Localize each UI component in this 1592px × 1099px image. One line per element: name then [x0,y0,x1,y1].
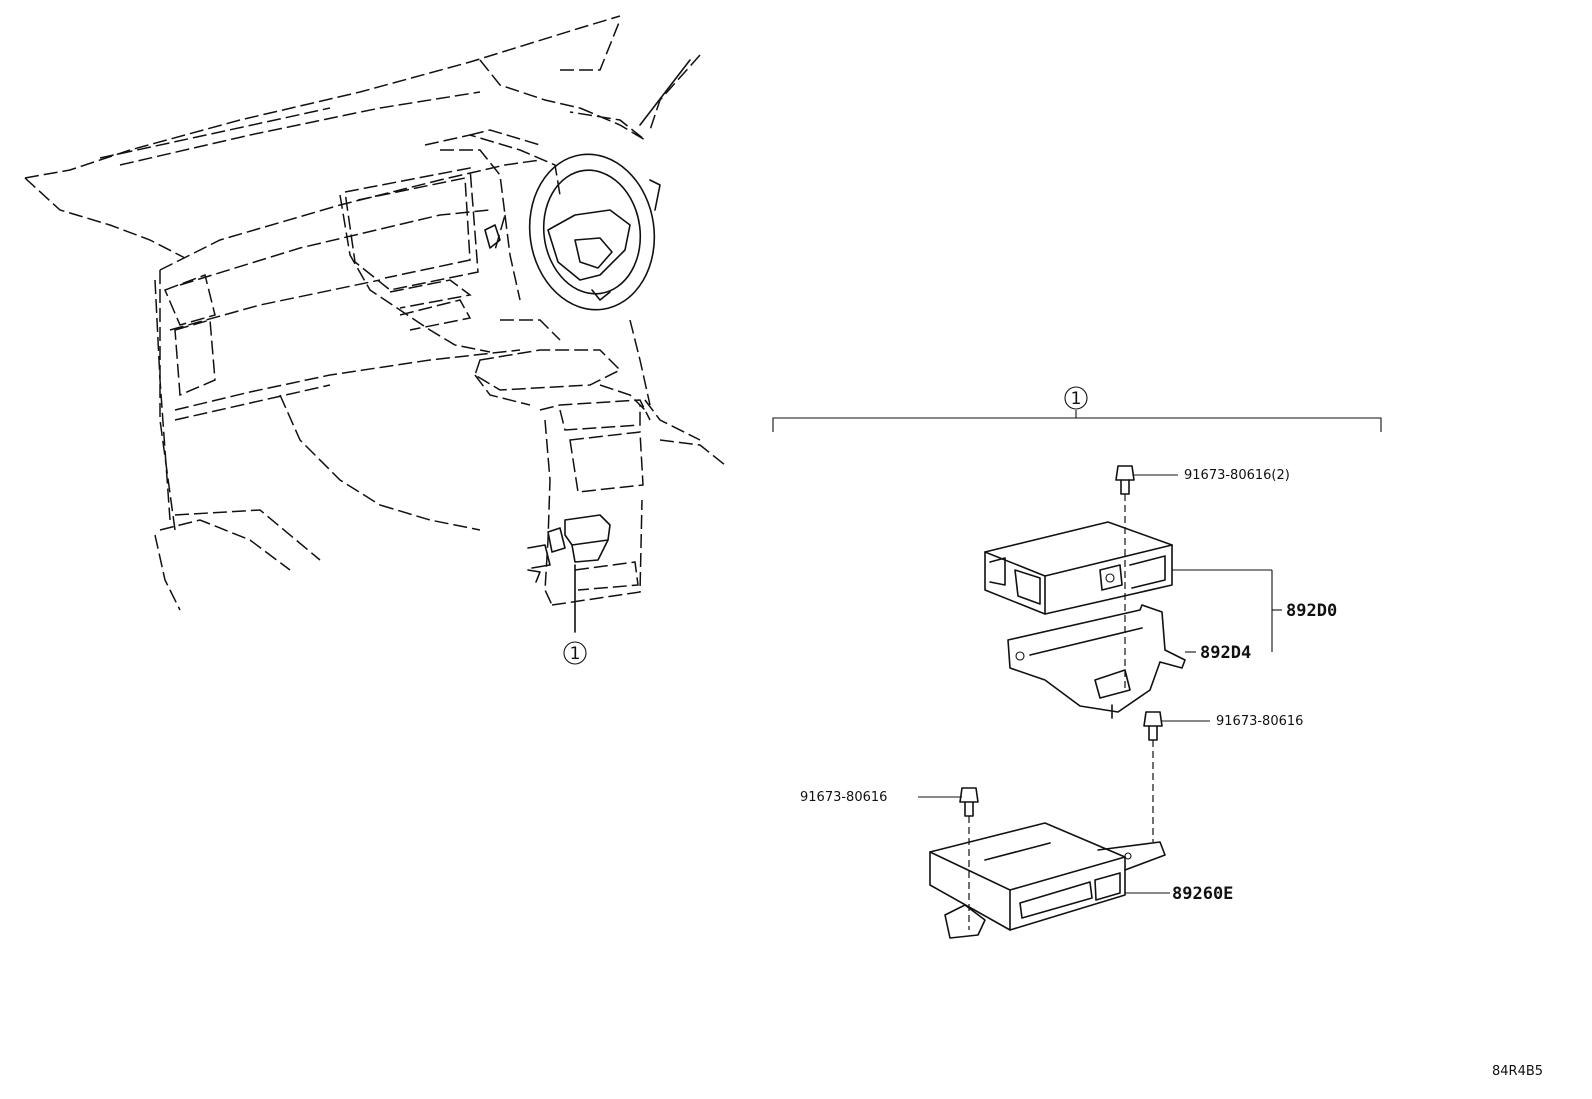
dashboard-illustration: 1 [24,15,726,665]
bolt-right [1143,711,1210,741]
label-ecu-lower: 89260E [1172,884,1233,904]
bracket [1007,604,1196,719]
label-bracket: 892D4 [1200,643,1251,663]
ecu-lower [929,822,1170,939]
exploded-parts-view: 1 91673-80616(2) 892D0 [772,386,1382,939]
callout-marker-group: 1 [1071,389,1082,409]
label-bolt-right: 91673-80616 [1216,714,1303,729]
callout-marker-left: 1 [570,644,581,664]
bolt-top [1115,465,1178,495]
label-ecu-upper: 892D0 [1286,601,1337,621]
diagram-code: 84R4B5 [1492,1064,1543,1079]
bolt-left [918,787,979,817]
ecu-upper [984,521,1282,652]
ecu-location-detail [527,514,611,633]
label-bolt-left: 91673-80616 [800,790,887,805]
label-bolt-top: 91673-80616(2) [1184,468,1290,483]
